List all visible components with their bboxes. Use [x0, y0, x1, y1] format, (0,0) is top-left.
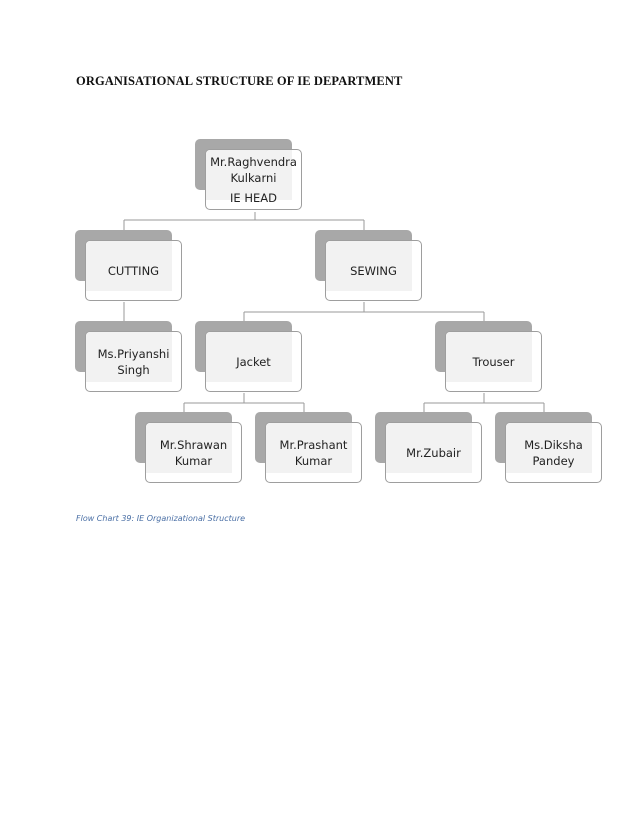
node-jacket-member: Mr.Shrawan Kumar [135, 412, 245, 485]
node-label: Trouser [472, 354, 515, 369]
connector-root-to-departments [123, 212, 365, 231]
node-label: Ms.Diksha Pandey [524, 437, 583, 468]
node-label: Mr.Raghvendra Kulkarni IE HEAD [210, 154, 297, 205]
node-jacket: Jacket [195, 321, 305, 394]
node-trouser-member: Ms.Diksha Pandey [495, 412, 605, 485]
node-label: SEWING [350, 263, 397, 278]
node-sewing: SEWING [315, 230, 425, 303]
node-trouser-member: Mr.Zubair [375, 412, 485, 485]
connector-sewing-to-sections [243, 302, 485, 322]
connector-trouser-to-members [423, 393, 545, 413]
node-ie-head: Mr.Raghvendra Kulkarni IE HEAD [195, 139, 305, 212]
node-label: Mr.Zubair [406, 445, 461, 460]
node-label: Mr.Shrawan Kumar [159, 437, 228, 468]
node-label: Ms.Priyanshi Singh [97, 346, 170, 377]
node-card: Mr.Raghvendra Kulkarni IE HEAD [205, 149, 302, 210]
figure-caption: Flow Chart 39: IE Organizational Structu… [76, 514, 246, 523]
page-title: ORGANISATIONAL STRUCTURE OF IE DEPARTMEN… [76, 74, 403, 88]
node-cutting: CUTTING [75, 230, 185, 303]
node-role: IE HEAD [230, 190, 277, 205]
node-label: Mr.Prashant Kumar [279, 437, 348, 468]
node-label: Jacket [236, 354, 271, 369]
node-cutting-member: Ms.Priyanshi Singh [75, 321, 185, 394]
node-label: CUTTING [107, 263, 160, 278]
node-jacket-member: Mr.Prashant Kumar [255, 412, 365, 485]
connector-jacket-to-members [183, 393, 305, 413]
node-trouser: Trouser [435, 321, 545, 394]
